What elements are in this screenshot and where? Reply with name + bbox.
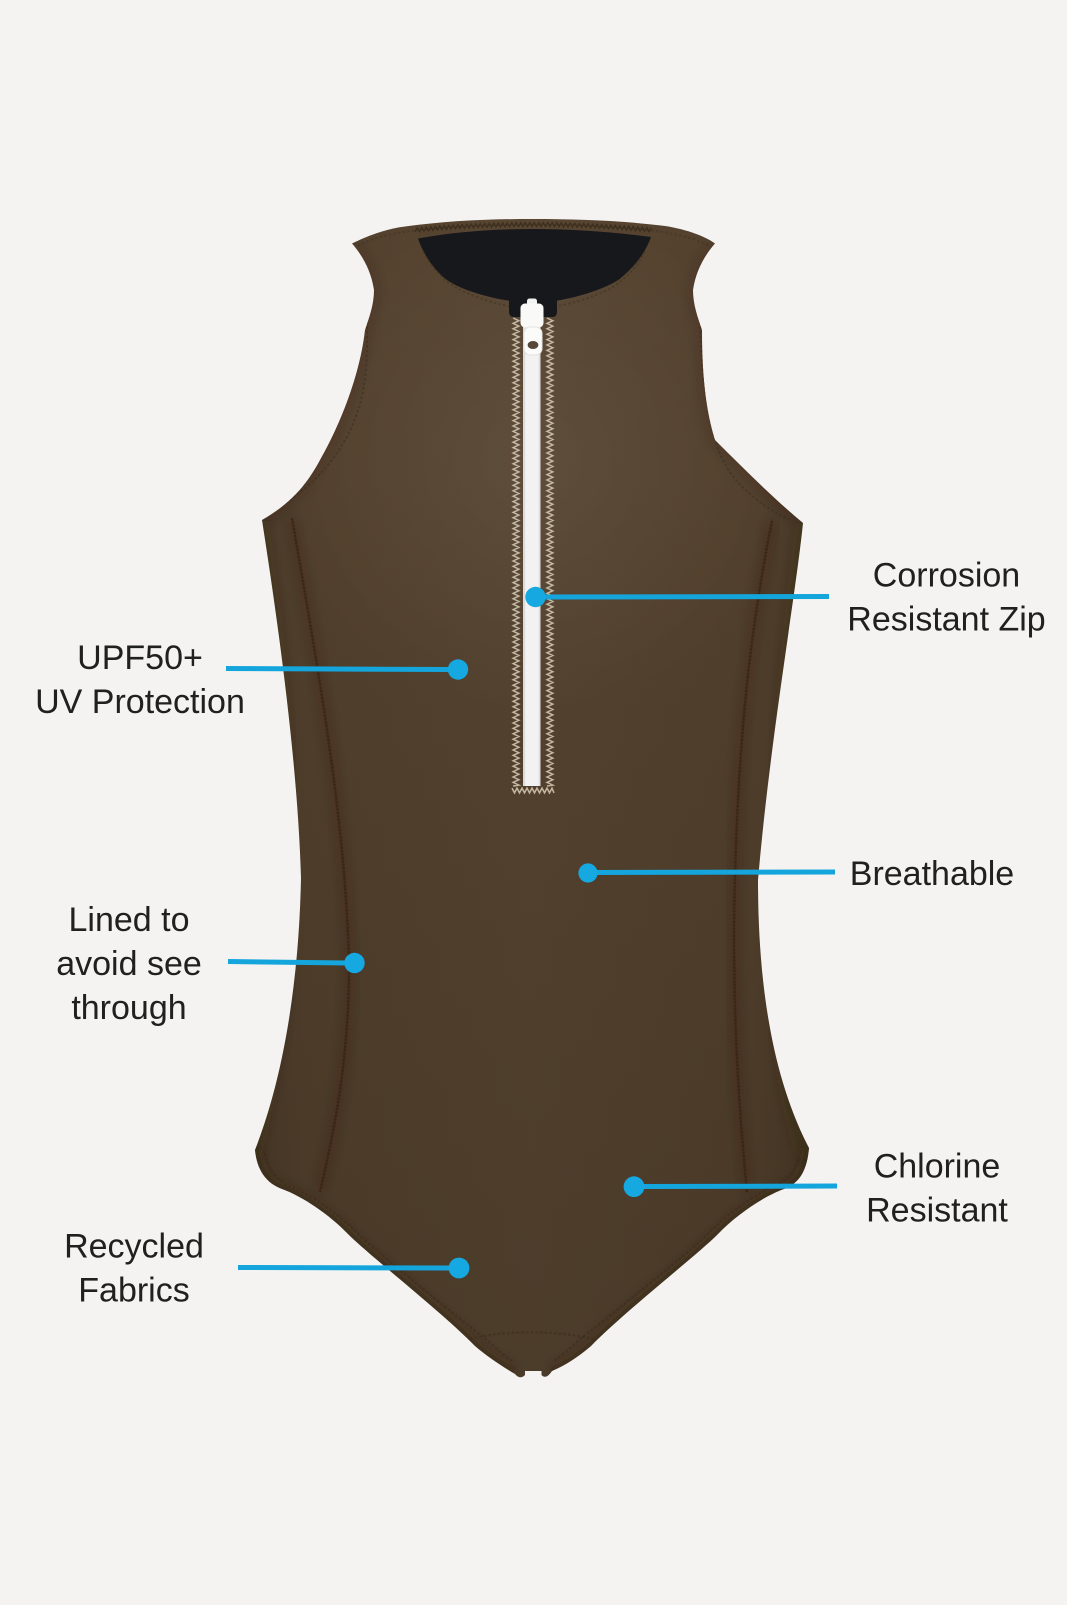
svg-text:UV Protection: UV Protection [35, 683, 245, 721]
svg-text:UPF50+: UPF50+ [77, 639, 203, 677]
svg-text:Resistant: Resistant [866, 1192, 1008, 1230]
svg-text:through: through [71, 989, 186, 1027]
svg-text:Breathable: Breathable [850, 855, 1014, 893]
svg-text:Corrosion: Corrosion [873, 557, 1020, 595]
svg-text:Fabrics: Fabrics [78, 1272, 189, 1310]
svg-text:Lined to: Lined to [69, 901, 190, 939]
svg-text:Recycled: Recycled [64, 1228, 204, 1266]
svg-text:Chlorine: Chlorine [874, 1148, 1001, 1186]
svg-text:avoid see: avoid see [56, 945, 202, 983]
svg-text:Resistant Zip: Resistant Zip [847, 601, 1045, 639]
